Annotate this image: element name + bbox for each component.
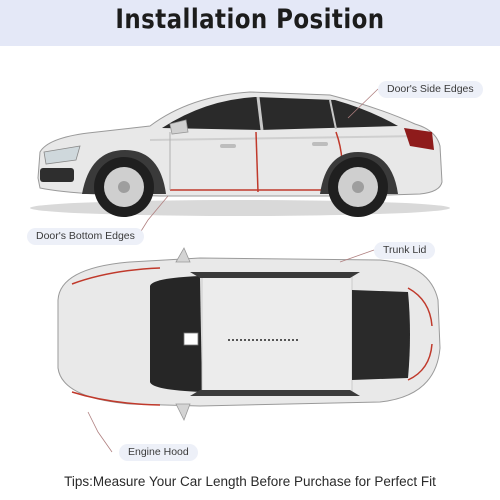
page-title: Installation Position — [115, 4, 385, 35]
leader-lines — [87, 88, 379, 453]
header-banner: Installation Position — [0, 0, 500, 46]
front-wheel — [94, 157, 154, 217]
tips-text: Tips:Measure Your Car Length Before Purc… — [64, 474, 436, 489]
callout-trunk-lid: Trunk Lid — [374, 242, 436, 259]
callout-bottom-edges: Door's Bottom Edges — [27, 228, 144, 245]
car-side-view — [30, 91, 450, 217]
rear-wheel — [328, 157, 388, 217]
car-top-view — [57, 247, 441, 421]
callout-engine-hood: Engine Hood — [119, 444, 198, 461]
callout-side-edges: Door's Side Edges — [378, 81, 483, 98]
